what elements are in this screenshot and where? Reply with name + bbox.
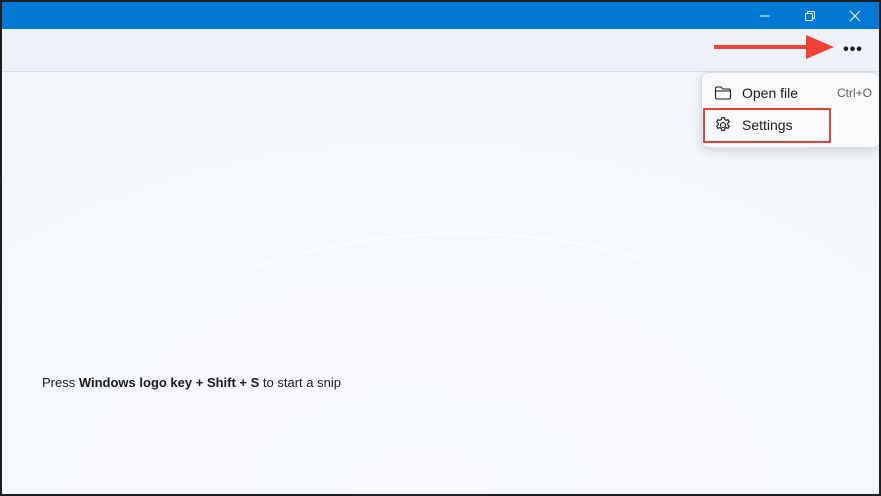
menu-item-open-file[interactable]: Open file Ctrl+O bbox=[706, 78, 876, 108]
menu-item-label: Open file bbox=[742, 85, 799, 101]
more-options-menu: Open file Ctrl+O Settings bbox=[701, 72, 879, 148]
snip-hint-text: Press Windows logo key + Shift + S to st… bbox=[42, 375, 341, 390]
restore-icon bbox=[805, 10, 815, 21]
title-bar bbox=[2, 2, 879, 29]
menu-item-settings[interactable]: Settings bbox=[706, 110, 876, 140]
minimize-icon bbox=[760, 15, 770, 16]
more-options-icon: ••• bbox=[843, 41, 863, 58]
close-icon bbox=[849, 10, 861, 21]
annotation-arrow-icon bbox=[714, 35, 834, 59]
menu-item-shortcut: Ctrl+O bbox=[836, 86, 872, 100]
close-button[interactable] bbox=[833, 2, 877, 29]
minimize-button[interactable] bbox=[743, 2, 787, 29]
toolbar: ••• bbox=[2, 29, 879, 72]
gear-icon bbox=[713, 115, 733, 135]
more-options-button[interactable]: ••• bbox=[837, 35, 869, 65]
restore-button[interactable] bbox=[788, 2, 832, 29]
folder-icon bbox=[713, 83, 733, 103]
snip-shortcut-keys: Windows logo key + Shift + S bbox=[78, 375, 260, 390]
menu-item-label: Settings bbox=[742, 117, 793, 133]
background-arc bbox=[12, 233, 879, 494]
